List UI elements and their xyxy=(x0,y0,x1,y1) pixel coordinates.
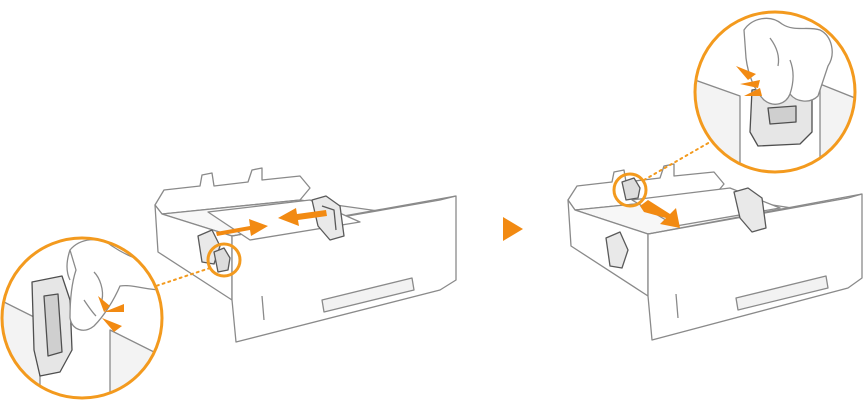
arrow-right-icon xyxy=(503,217,523,241)
step1-paper-tray xyxy=(155,168,456,342)
zoom-detail-left xyxy=(0,238,170,409)
zoom-detail-right xyxy=(695,12,860,172)
step2-paper-tray xyxy=(568,164,862,340)
